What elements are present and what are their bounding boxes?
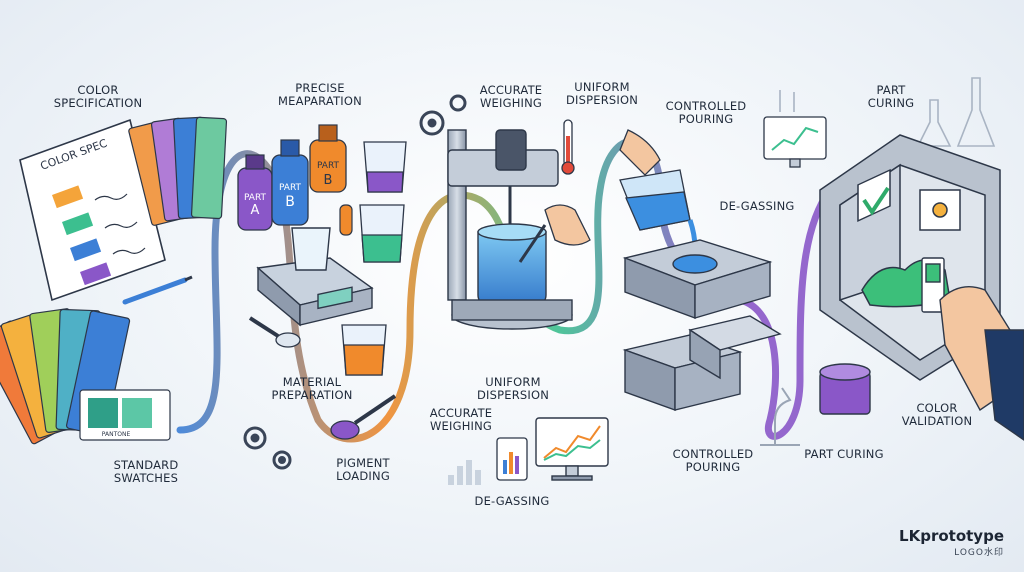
mold-bottom [622, 315, 782, 411]
svg-text:PANTONE: PANTONE [102, 431, 131, 438]
gear-icon [243, 94, 467, 470]
test-tube [339, 204, 353, 236]
beaker-purple [363, 141, 407, 193]
mold-top [622, 239, 773, 320]
digital-scale [256, 227, 374, 327]
standard-swatch-fan: PANTONE [0, 308, 171, 445]
bottle-part-c: PART B [309, 124, 347, 193]
svg-text:PART: PART [244, 193, 267, 203]
bottle-part-a: PART A [237, 154, 273, 231]
color-spec-document: COLOR SPEC [19, 118, 166, 302]
beaker-green [359, 204, 405, 263]
brand-sub: LOGO水印 [954, 548, 1004, 558]
spoon-icon [248, 316, 397, 440]
mixer-machine [447, 129, 573, 330]
microscope-icon [760, 387, 800, 446]
svg-text:PART: PART [317, 161, 340, 171]
hand-validation [921, 257, 1024, 441]
label-de-gassing-bottom: DE-GASSING [474, 494, 550, 508]
bar-chart-faint [448, 460, 481, 485]
tablet-chart [496, 437, 528, 481]
brand-name: LKprototype [899, 527, 1004, 545]
svg-text:B: B [324, 173, 333, 188]
monitor-chart [535, 417, 609, 481]
svg-text:A: A [251, 203, 260, 218]
svg-text:B: B [285, 194, 295, 210]
lab-glassware [779, 77, 996, 147]
beaker-orange [341, 324, 387, 376]
svg-text:PART: PART [279, 183, 302, 193]
cured-part [819, 363, 871, 415]
bottle-part-b: PART B [271, 139, 309, 226]
label-part-curing-bottom: PART CURING [804, 447, 884, 461]
monitor-top-right [763, 116, 827, 168]
color-fan-cards [128, 116, 228, 226]
hand-stirring [518, 204, 591, 263]
pencil-icon [122, 275, 193, 305]
thermometer-icon [561, 119, 575, 175]
brand-watermark: LKprototype LOGO水印 [899, 527, 1004, 558]
label-de-gassing-top: DE-GASSING [719, 199, 795, 213]
